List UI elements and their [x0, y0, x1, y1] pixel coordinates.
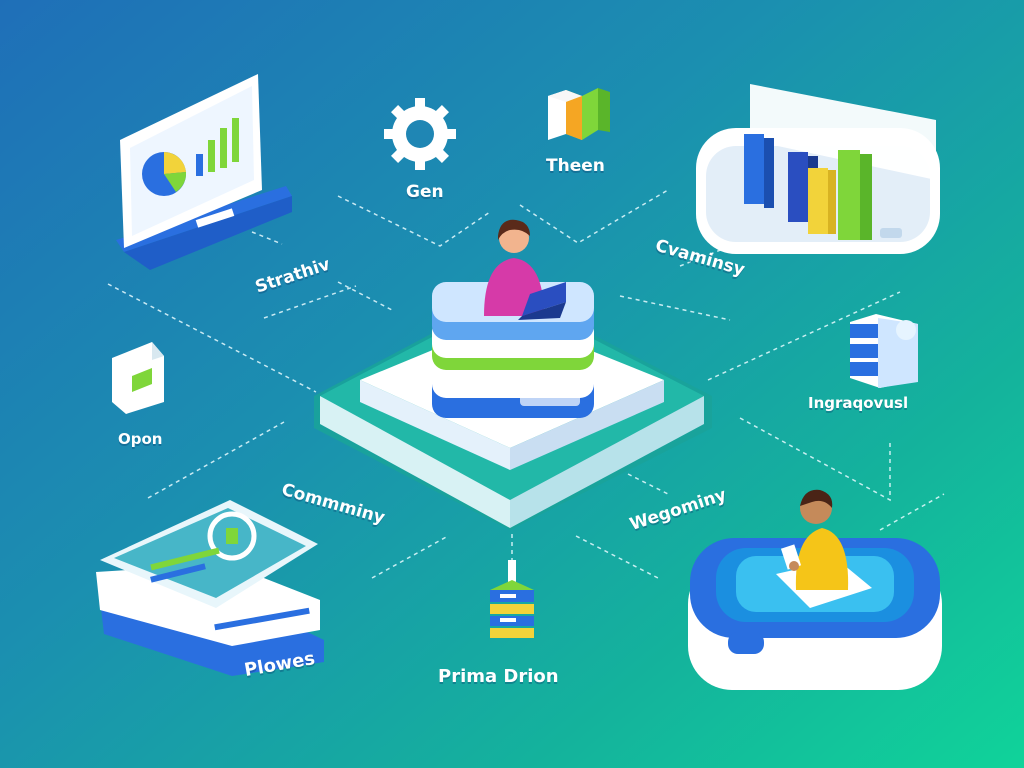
- connector-gen: [337, 195, 491, 247]
- monitor-pie-chart-icon: [116, 74, 292, 270]
- bars: [744, 134, 872, 240]
- connector-lines: [107, 189, 945, 579]
- connector-right-upper: [707, 291, 901, 381]
- connector-monitor: [251, 231, 283, 245]
- server-tower-icon: [490, 560, 534, 638]
- bar-chart-tray-icon: [696, 84, 940, 254]
- color-blocks-icon: [548, 88, 610, 140]
- connector-strathiv-2: [337, 281, 393, 311]
- connector-tray: [679, 235, 757, 267]
- connector-strathiv: [263, 285, 357, 319]
- label-theen: Theen: [546, 156, 605, 176]
- label-gen: Gen: [406, 182, 444, 202]
- gear-icon: [384, 98, 456, 170]
- connector-left-upper: [107, 283, 317, 393]
- connector-wegominy: [575, 535, 659, 579]
- connector-left-lower: [147, 421, 285, 499]
- connector-right-lower: [739, 417, 891, 502]
- connector-commminy: [371, 535, 449, 579]
- label-prima-drion: Prima Drion: [438, 666, 559, 687]
- connector-wegominy-2: [627, 473, 669, 495]
- person-laptop-icon: [484, 219, 566, 320]
- stacked-box-icon: [850, 314, 918, 388]
- document-green-icon: [112, 342, 164, 414]
- connector-theen: [519, 189, 669, 244]
- connector-cvaminsy: [619, 295, 731, 321]
- dashboard-panel-icon: [96, 500, 324, 676]
- label-ingraqovusl: Ingraqovusl: [808, 394, 909, 412]
- central-platform: [314, 219, 712, 530]
- person-reading-icon: [780, 489, 849, 590]
- person-reading-platform: [688, 489, 942, 690]
- label-opon: Opon: [118, 430, 163, 448]
